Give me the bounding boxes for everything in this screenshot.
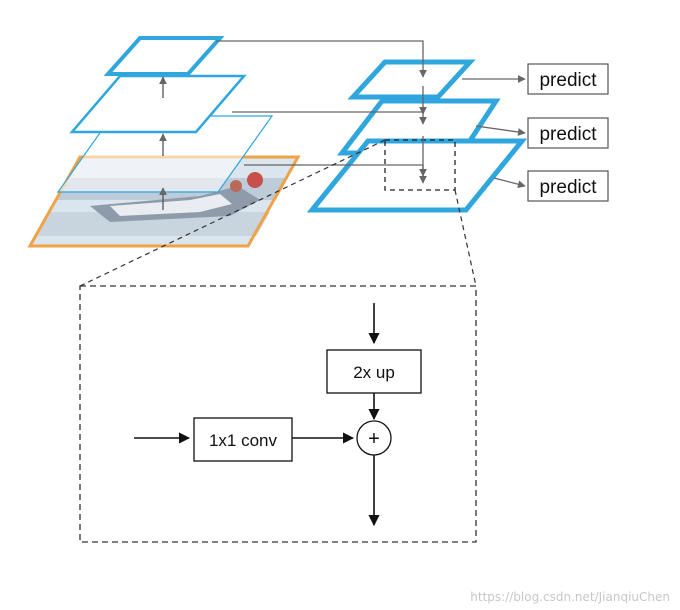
right-arrow-icon — [493, 177, 526, 189]
feature-map-top — [347, 59, 476, 100]
predict-box-2: predict — [527, 117, 609, 149]
plus-symbol: + — [368, 428, 380, 450]
predict-box-1: predict — [527, 63, 609, 95]
upsample-block: 2x up — [326, 349, 422, 394]
zoom-guide-left — [79, 139, 386, 287]
feature-map-bottom — [306, 138, 528, 213]
predict-label-2: predict — [539, 124, 597, 145]
conv-label: 1x1 conv — [209, 431, 278, 450]
plus-circle-icon: + — [356, 420, 392, 456]
watermark-text: https://blog.csdn.net/JianqiuChen — [470, 590, 670, 604]
lateral-connection-top — [216, 40, 427, 78]
pyramid-level-thin — [56, 115, 274, 193]
predict-label-1: predict — [539, 70, 597, 91]
zoom-detail-box — [79, 285, 477, 543]
pyramid-level-mid — [69, 74, 247, 134]
zoom-region-box — [384, 139, 456, 191]
predict-label-3: predict — [539, 177, 597, 198]
pyramid-level-top — [103, 36, 225, 76]
conv-block: 1x1 conv — [193, 417, 293, 462]
right-arrow-icon — [475, 125, 526, 136]
zoom-guide-right — [454, 189, 477, 287]
predict-box-3: predict — [527, 170, 609, 202]
upsample-label: 2x up — [353, 363, 395, 382]
